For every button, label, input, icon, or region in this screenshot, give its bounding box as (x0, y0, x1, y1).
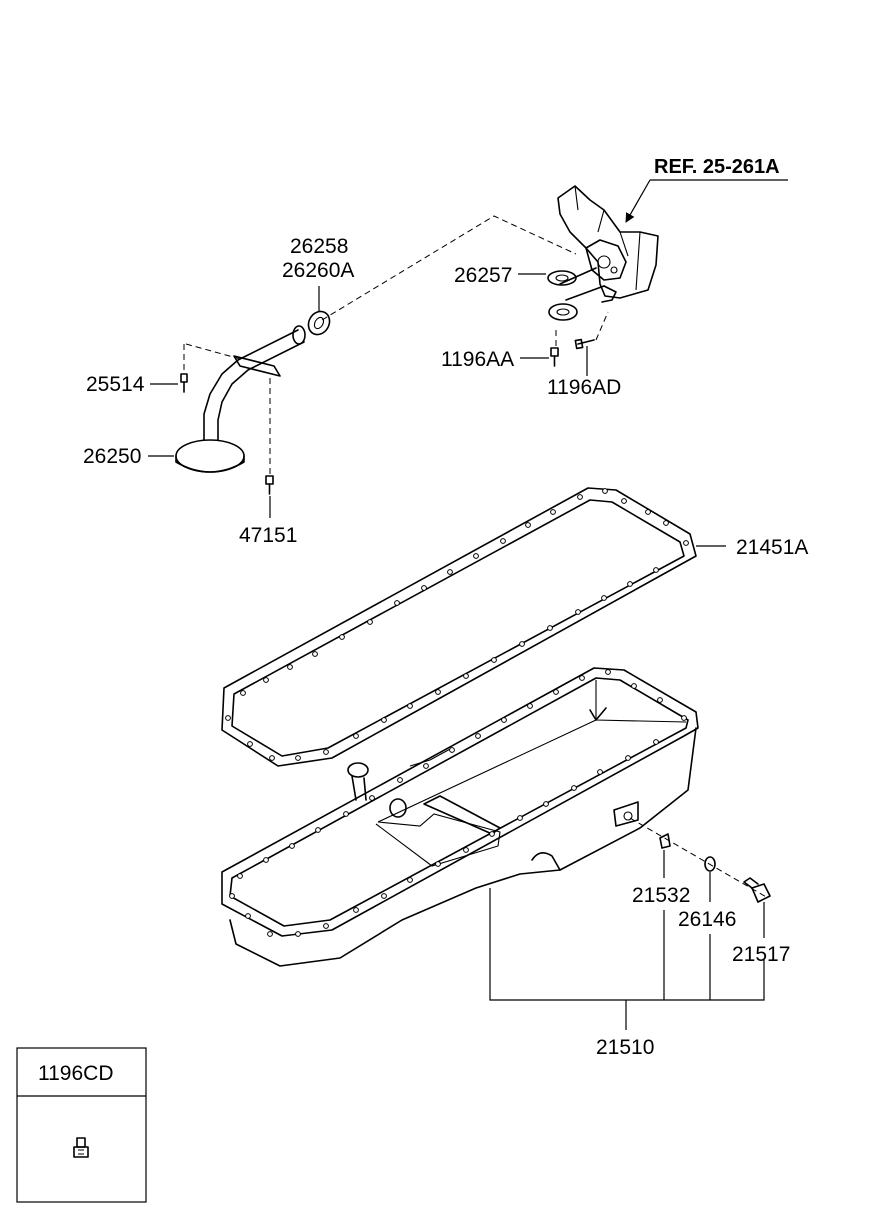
bolt-1196AD (574, 338, 595, 350)
label-26250: 26250 (83, 445, 141, 468)
label-21517: 21517 (732, 943, 790, 966)
drain-plug-21517 (743, 877, 771, 903)
label-47151: 47151 (239, 524, 297, 547)
pump-outlet-flange (548, 303, 578, 321)
washer-26146 (704, 856, 716, 872)
label-1196AA: 1196AA (441, 348, 514, 371)
reference-label: REF. 25-261A (654, 156, 780, 178)
legend-box (16, 1047, 147, 1203)
label-26258: 26258 (290, 235, 348, 258)
oil-strainer-26250 (175, 325, 306, 473)
oil-pan-gasket-21451A (221, 487, 697, 767)
alignment-dashed-line (321, 215, 577, 321)
reference-arrow (625, 179, 651, 223)
label-25514: 25514 (86, 373, 145, 396)
label-21451A: 21451A (736, 536, 808, 559)
washer-21532 (659, 833, 671, 849)
oil-pump-housing (557, 185, 659, 303)
bolt-25514 (180, 373, 188, 393)
label-26260A: 26260A (282, 259, 354, 282)
legend-code: 1196CD (38, 1062, 114, 1085)
oil-pan-21510 (221, 667, 699, 967)
gasket-26257 (547, 270, 577, 286)
bolt-1196AA (550, 347, 559, 367)
gasket-26258 (307, 310, 331, 336)
label-21532: 21532 (632, 884, 690, 907)
label-1196AD: 1196AD (547, 376, 621, 399)
label-26257: 26257 (454, 264, 512, 287)
bolt-icon (73, 1137, 89, 1158)
bolt-47151 (265, 475, 274, 495)
gasket-bolt-holes (225, 488, 689, 761)
label-26146: 26146 (678, 908, 736, 931)
leader-bracket-21510 (489, 888, 765, 1030)
label-21510: 21510 (596, 1036, 654, 1059)
pan-bolt-holes (229, 669, 687, 937)
drain-axis-dashed (629, 817, 769, 899)
